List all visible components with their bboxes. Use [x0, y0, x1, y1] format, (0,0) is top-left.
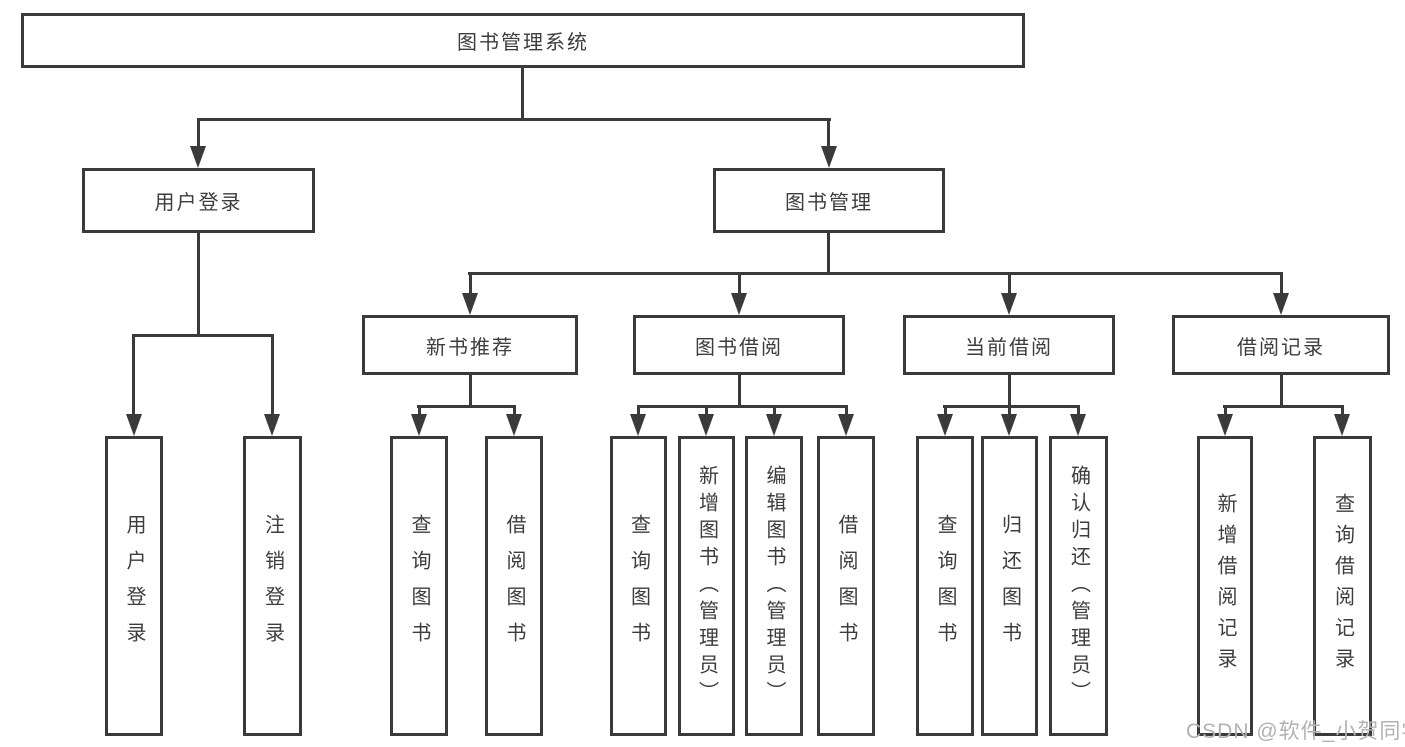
connector [469, 272, 472, 295]
connector [1008, 405, 1011, 419]
connector [1008, 375, 1011, 407]
arrowhead [1334, 414, 1350, 436]
connector [1008, 272, 1011, 295]
connector [521, 68, 524, 120]
node-user-login-label: 用户登录 [154, 192, 243, 214]
connector [1280, 375, 1283, 407]
connector [132, 334, 274, 337]
node-book-mgmt-label: 图书管理 [785, 192, 873, 214]
leaf-current-confirm-label: 确认归还（管理员） [1067, 464, 1090, 708]
leaf-borrow-add-label: 新增图书（管理员） [695, 464, 718, 708]
connector [132, 334, 135, 418]
connector [468, 272, 1282, 275]
node-borrow-records-label: 借阅记录 [1237, 336, 1325, 359]
connector [1223, 405, 1344, 408]
arrowhead [1217, 414, 1233, 436]
arrowhead [731, 293, 747, 315]
csdn-watermark: CSDN @软件_小贺同学 [1186, 720, 1405, 743]
connector [1077, 405, 1080, 419]
leaf-records-add: 新增借阅记录 [1197, 436, 1253, 736]
leaf-borrow-query: 查询图书 [610, 436, 667, 736]
connector [827, 118, 830, 150]
arrowhead [506, 414, 522, 436]
connector [197, 118, 200, 150]
connector [418, 405, 421, 419]
leaf-newbooks-query-label: 查询图书 [408, 514, 430, 658]
leaf-borrow-book: 借阅图书 [817, 436, 875, 736]
connector [1341, 405, 1344, 419]
node-root-label: 图书管理系统 [457, 32, 589, 54]
connector [1280, 272, 1283, 295]
connector [197, 233, 200, 336]
node-book-borrow: 图书借阅 [633, 315, 845, 375]
leaf-borrow-query-label: 查询图书 [627, 514, 650, 658]
arrowhead [821, 146, 837, 168]
node-current-borrow: 当前借阅 [903, 315, 1115, 375]
node-new-books: 新书推荐 [362, 315, 578, 375]
arrowhead [1273, 293, 1289, 315]
arrowhead [126, 414, 142, 436]
arrowhead [1070, 414, 1086, 436]
arrowhead [937, 414, 953, 436]
connector [1224, 405, 1227, 419]
node-user-login: 用户登录 [82, 168, 315, 233]
leaf-borrow-edit: 编辑图书（管理员） [745, 436, 803, 736]
connector [637, 405, 640, 419]
leaf-user-login: 用户登录 [105, 436, 163, 736]
arrowhead [190, 146, 206, 168]
leaf-records-query-label: 查询借阅记录 [1331, 493, 1354, 679]
leaf-borrow-add: 新增图书（管理员） [678, 436, 735, 736]
arrowhead [698, 414, 714, 436]
leaf-logout: 注销登录 [243, 436, 302, 736]
connector [773, 405, 776, 419]
connector [705, 405, 708, 419]
node-book-mgmt: 图书管理 [713, 168, 945, 233]
node-borrow-records: 借阅记录 [1172, 315, 1390, 375]
connector [944, 405, 947, 419]
arrowhead [411, 414, 427, 436]
leaf-borrow-edit-label: 编辑图书（管理员） [763, 464, 785, 708]
arrowhead [766, 414, 782, 436]
node-root: 图书管理系统 [21, 13, 1025, 68]
connector [845, 405, 848, 419]
leaf-records-query: 查询借阅记录 [1313, 436, 1372, 736]
connector [738, 375, 741, 407]
connector [943, 405, 1080, 408]
leaf-newbooks-borrow-label: 借阅图书 [503, 514, 525, 658]
connector [197, 118, 831, 121]
connector [738, 272, 741, 295]
arrowhead [838, 414, 854, 436]
arrowhead [1001, 414, 1017, 436]
leaf-current-query-label: 查询图书 [934, 514, 956, 658]
leaf-borrow-book-label: 借阅图书 [835, 514, 857, 658]
leaf-logout-label: 注销登录 [261, 514, 284, 658]
arrowhead [630, 414, 646, 436]
leaf-newbooks-borrow: 借阅图书 [485, 436, 543, 736]
leaf-records-add-label: 新增借阅记录 [1214, 493, 1236, 679]
arrowhead [1001, 293, 1017, 315]
connector [827, 233, 830, 274]
leaf-user-login-label: 用户登录 [123, 514, 145, 658]
leaf-newbooks-query: 查询图书 [390, 436, 448, 736]
leaf-current-return-label: 归还图书 [998, 514, 1021, 658]
leaf-current-return: 归还图书 [981, 436, 1038, 736]
leaf-current-confirm: 确认归还（管理员） [1049, 436, 1108, 736]
connector [513, 405, 516, 419]
connector [469, 375, 472, 407]
connector [417, 405, 516, 408]
node-new-books-label: 新书推荐 [426, 336, 514, 359]
arrowhead [264, 414, 280, 436]
connector [271, 334, 274, 418]
node-book-borrow-label: 图书借阅 [695, 336, 783, 359]
leaf-current-query: 查询图书 [916, 436, 974, 736]
node-current-borrow-label: 当前借阅 [965, 336, 1053, 359]
connector [637, 405, 848, 408]
arrowhead [462, 293, 478, 315]
